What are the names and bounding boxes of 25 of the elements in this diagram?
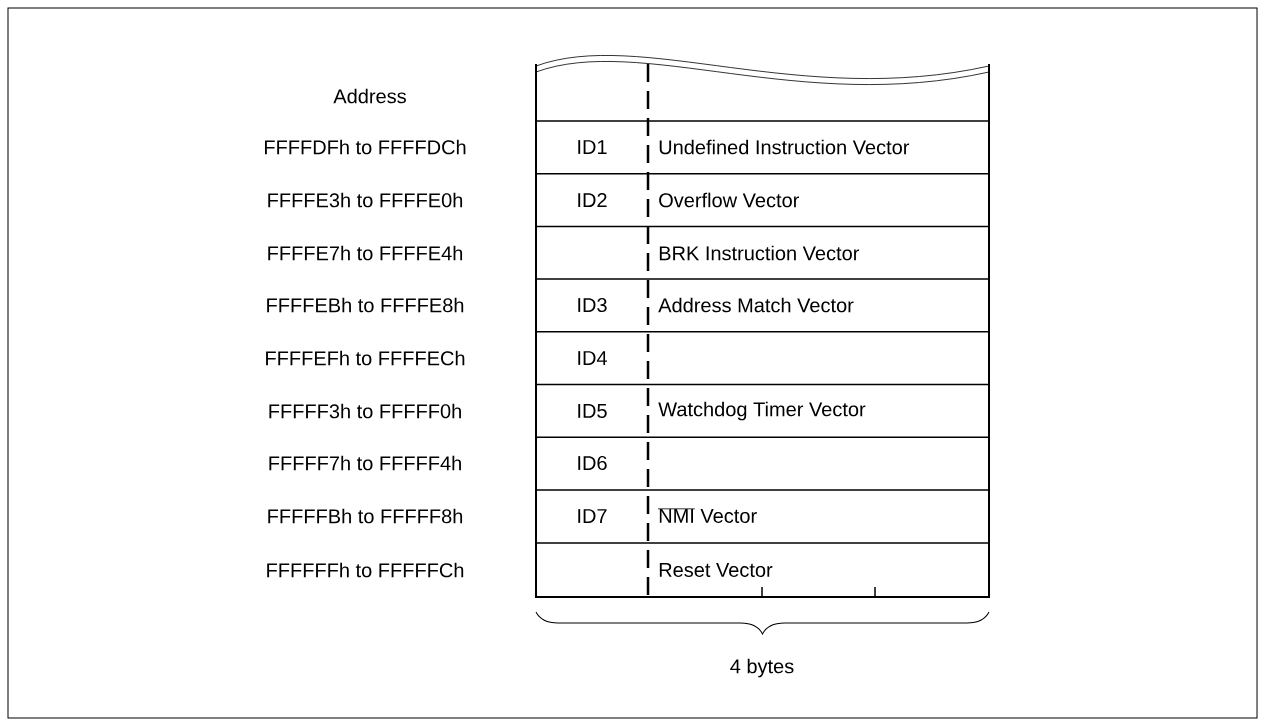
address-range: FFFFEBh to FFFFE8h — [267, 297, 464, 313]
vector-name: NMI Vector — [657, 508, 757, 523]
vector-name: Address Match Vector — [658, 297, 854, 313]
id-label: ID1 — [578, 140, 607, 154]
brace-label: 4 bytes — [730, 658, 794, 678]
column-heading: Address — [333, 88, 406, 104]
address-range: FFFFF3h to FFFFF0h — [269, 403, 461, 419]
id-label: ID6 — [578, 455, 607, 471]
vector-name: Overflow Vector — [659, 192, 800, 208]
id-label: ID3 — [578, 297, 607, 313]
address-range: FFFFFFh to FFFFFCh — [267, 562, 464, 578]
vector-name: Reset Vector — [659, 563, 773, 577]
address-range: FFFFE3h to FFFFE0h — [268, 192, 463, 208]
address-range: FFFFF7h to FFFFF4h — [269, 455, 461, 471]
id-label: ID2 — [578, 193, 607, 207]
vector-name: BRK Instruction Vector — [659, 245, 860, 261]
id-label: ID5 — [578, 404, 607, 418]
address-range: FFFFDFh to FFFFDCh — [265, 139, 466, 155]
address-range: FFFFEFh to FFFFECh — [266, 350, 465, 366]
address-range: FFFFFBh to FFFFF8h — [268, 508, 463, 524]
address-range: FFFFE7h to FFFFE4h — [268, 245, 463, 261]
vector-name: Watchdog Timer Vector — [658, 401, 866, 421]
id-label: ID7 — [578, 509, 607, 523]
vector-name: Undefined Instruction Vector — [659, 139, 910, 155]
id-label: ID4 — [578, 351, 607, 365]
